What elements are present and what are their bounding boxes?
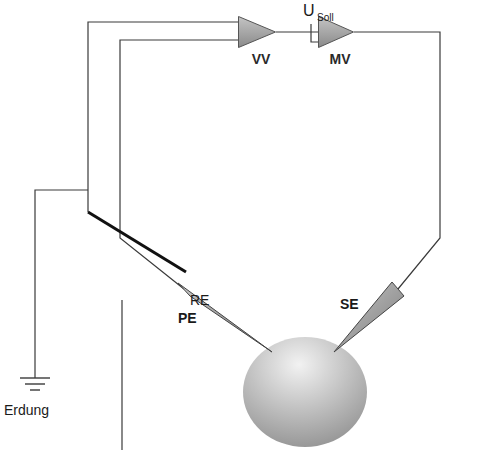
- pipette-se: [334, 282, 404, 352]
- se-wire: [354, 32, 440, 289]
- signal-label: U: [303, 2, 315, 20]
- setpoint-wire: [311, 24, 318, 42]
- ground-symbol: [20, 378, 50, 390]
- signal-label: Erdung: [4, 402, 49, 418]
- signal-label: Soll: [317, 12, 334, 24]
- amplifier-triangle: VV: [238, 16, 276, 48]
- amplifier-label: VV: [252, 51, 271, 67]
- reference-electrode: [88, 212, 186, 272]
- bath-line: [121, 300, 122, 450]
- signal-label: SE: [340, 296, 359, 312]
- signal-label: RE: [190, 292, 209, 308]
- pe-wire: [120, 40, 238, 289]
- ground-wire: [35, 190, 88, 378]
- amplifier-outline: [238, 16, 276, 48]
- signal-wire: [276, 31, 318, 32]
- pipette-pe: [178, 283, 272, 352]
- cell: [243, 337, 367, 447]
- amplifier-label: MV: [330, 51, 351, 67]
- reference-wire: [88, 22, 238, 212]
- signal-label: PE: [178, 310, 197, 326]
